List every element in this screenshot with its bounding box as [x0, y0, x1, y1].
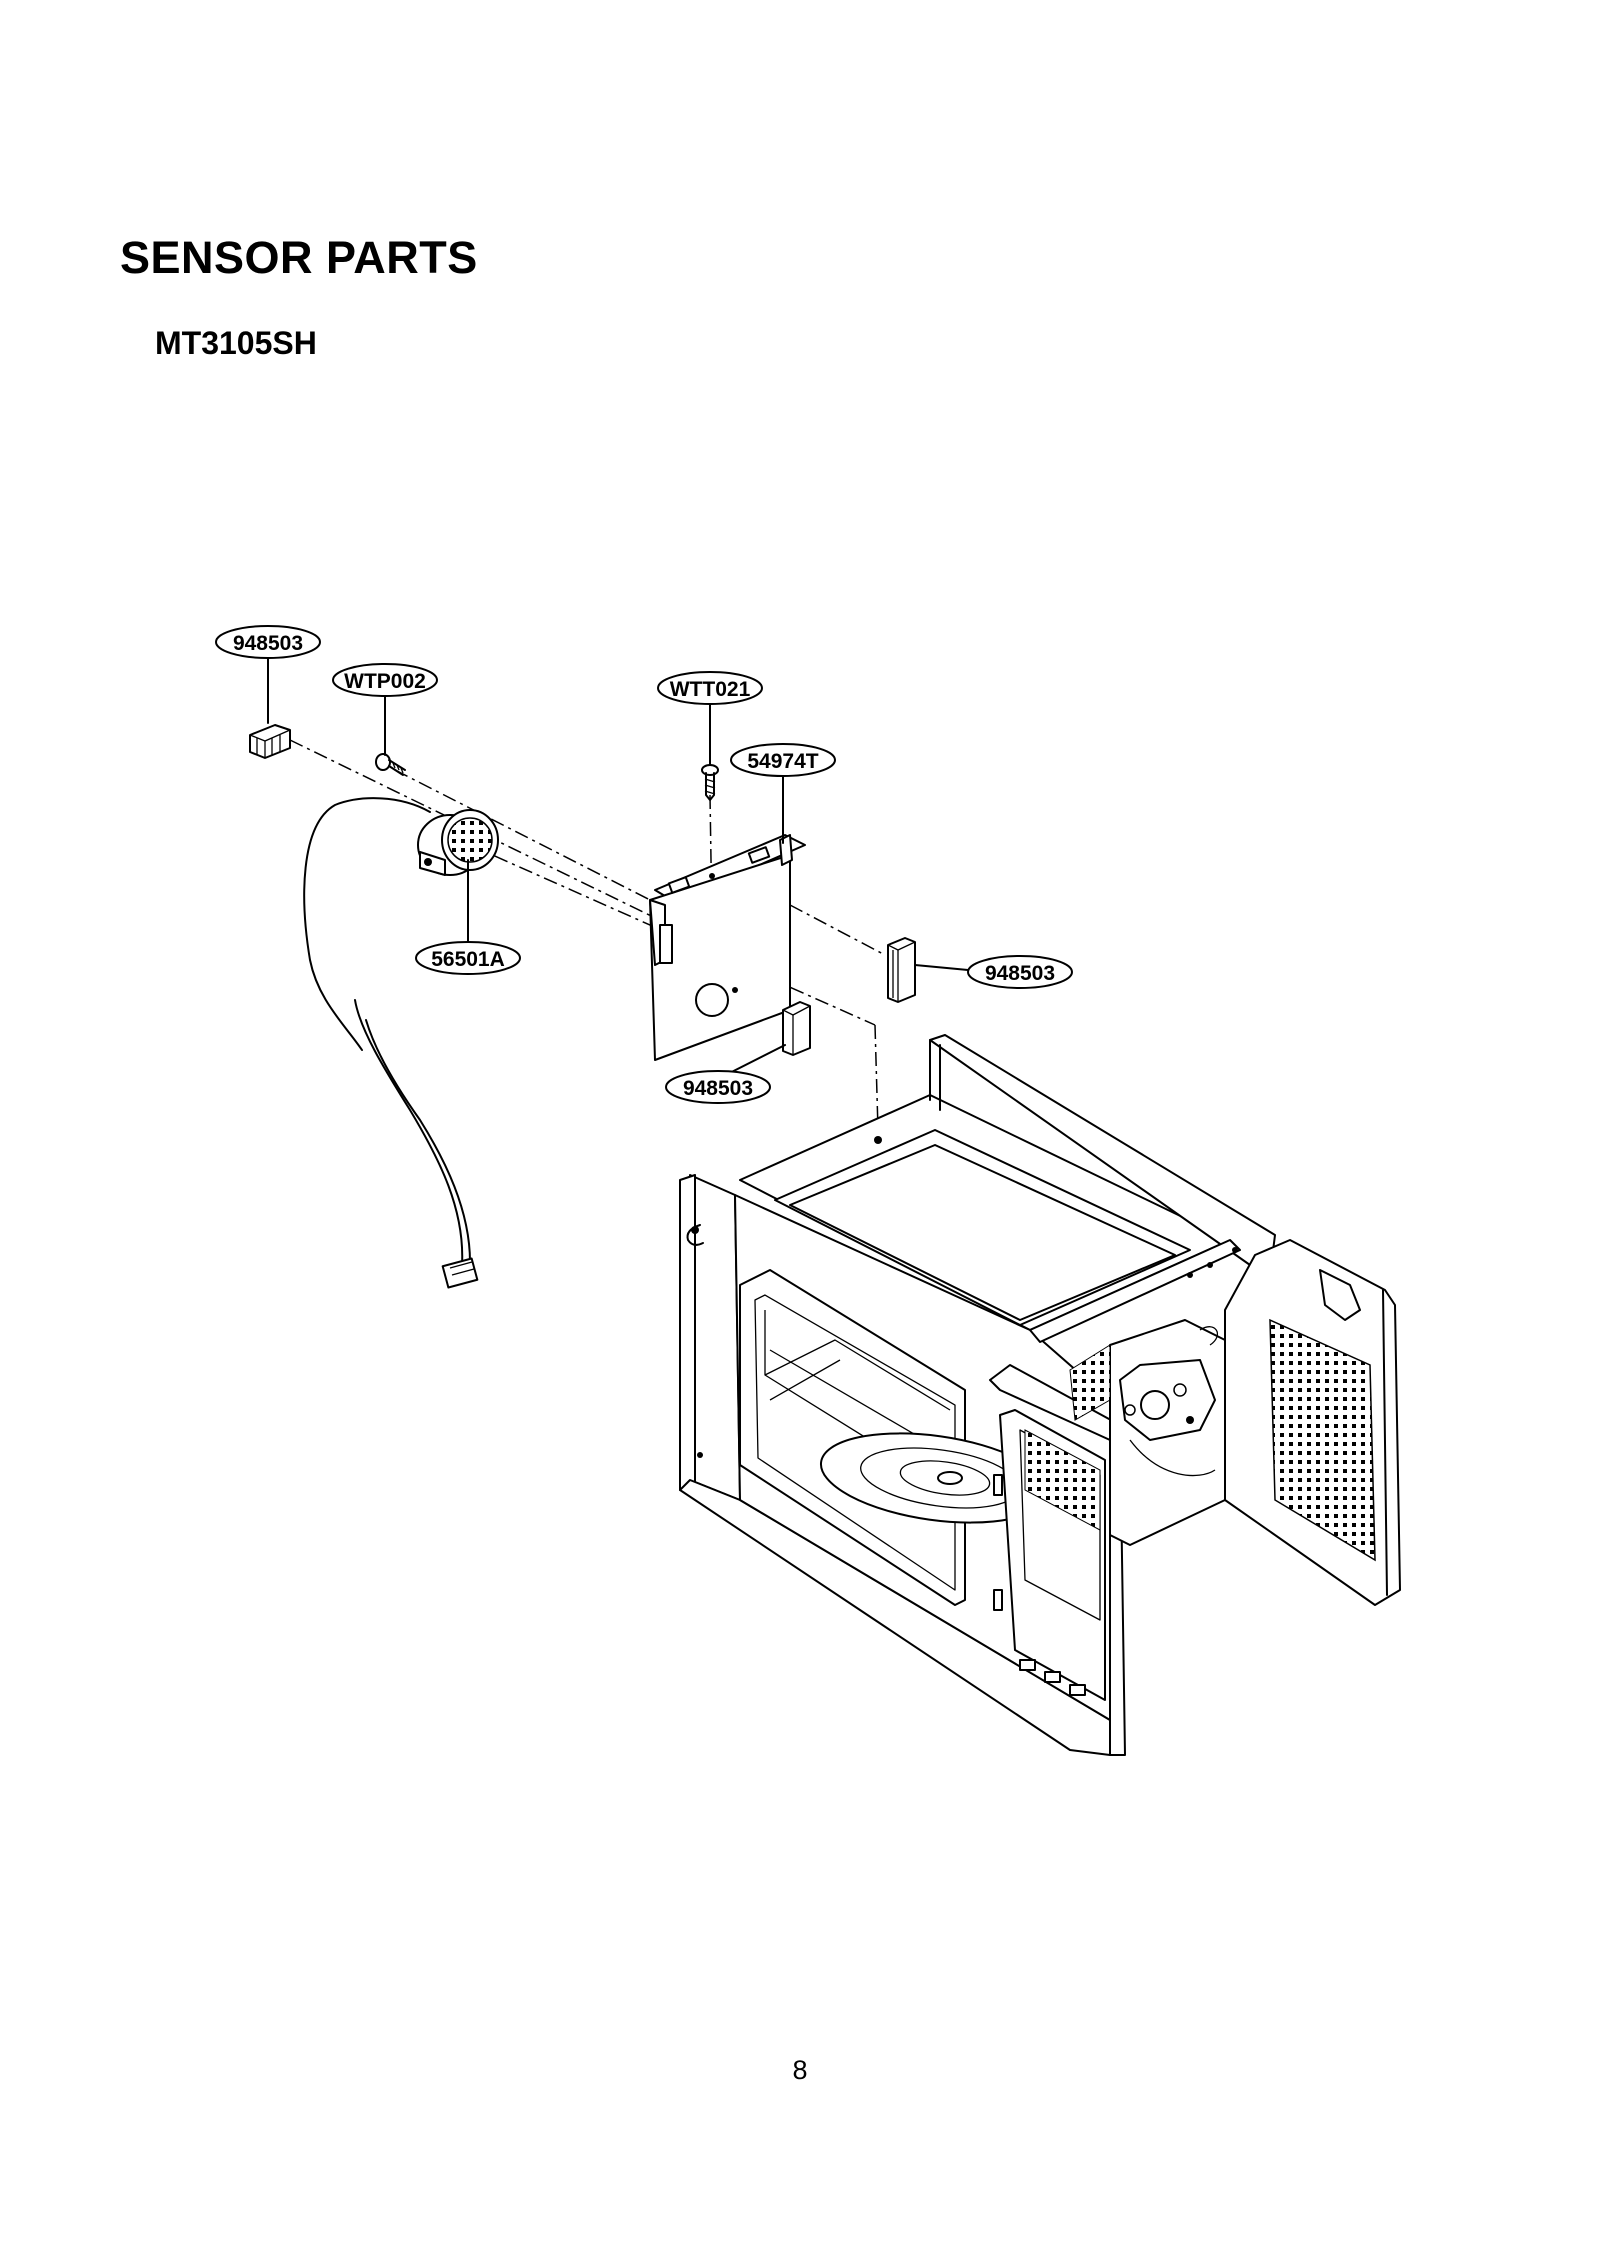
callout-wtp002: WTP002 [332, 663, 438, 697]
svg-text:948503: 948503 [985, 962, 1055, 985]
callout-948503-top-left: 948503 [215, 625, 321, 659]
callout-948503-bottom: 948503 [665, 1070, 771, 1104]
humidity-sensor-56501a [303, 797, 499, 1289]
pad-948503-right [887, 937, 916, 1003]
screw-wtt021 [701, 764, 719, 801]
callout-56501a: 56501A [415, 941, 521, 975]
screw-wtp002 [375, 753, 406, 776]
pad-948503-top-left [249, 724, 291, 759]
page-title: SENSOR PARTS [120, 232, 478, 283]
svg-text:WTT021: WTT021 [670, 678, 751, 701]
page-number: 8 [792, 2055, 808, 2085]
microwave-cavity-chassis [679, 1034, 1401, 1756]
sensor-bracket-54974t [649, 834, 806, 1061]
svg-text:56501A: 56501A [431, 948, 505, 971]
svg-text:WTP002: WTP002 [344, 670, 426, 693]
model-number: MT3105SH [155, 325, 317, 361]
callout-wtt021: WTT021 [657, 671, 763, 705]
callout-948503-right: 948503 [967, 955, 1073, 989]
svg-text:948503: 948503 [683, 1077, 753, 1100]
svg-text:54974T: 54974T [747, 750, 818, 773]
pad-948503-bottom [782, 1001, 811, 1056]
svg-text:948503: 948503 [233, 632, 303, 655]
callout-leaders [267, 656, 969, 1089]
callout-54974t: 54974T [730, 743, 836, 777]
